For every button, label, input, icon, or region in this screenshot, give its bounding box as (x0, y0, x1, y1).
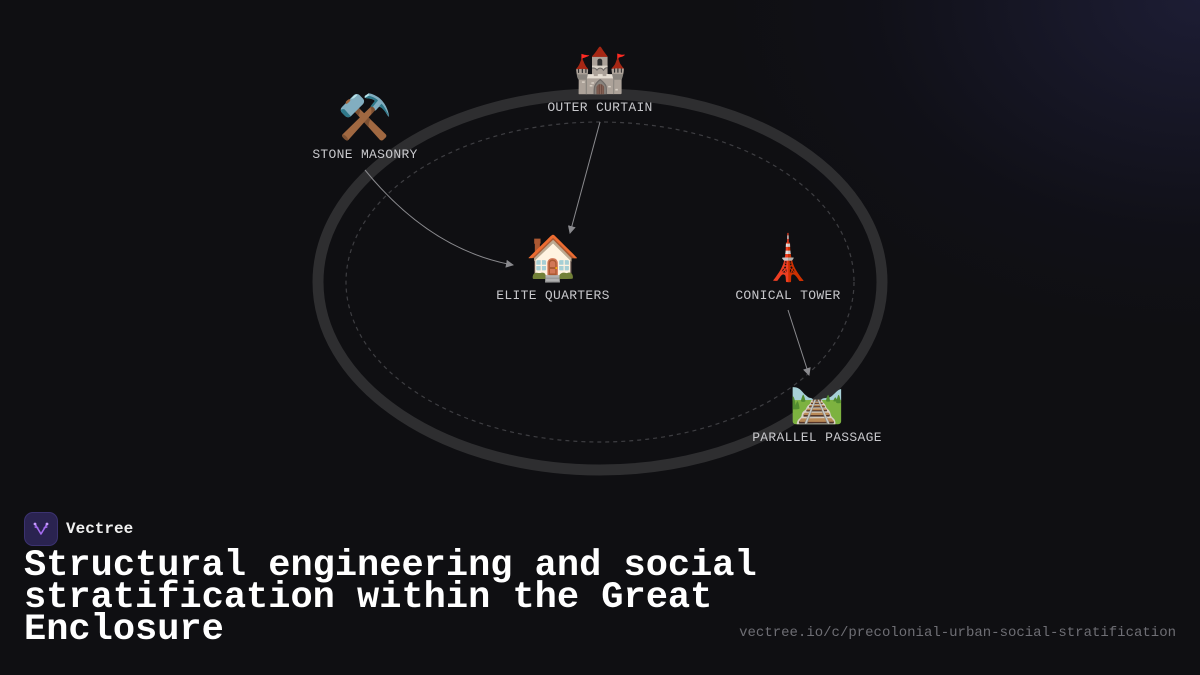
node-label: STONE MASONRY (312, 147, 418, 162)
house-icon: 🏠 (525, 233, 581, 284)
node-label: CONICAL TOWER (735, 288, 841, 303)
node-conical-tower[interactable]: 🗼 CONICAL TOWER (735, 233, 841, 304)
castle-icon: 🏰 (572, 45, 628, 96)
page-url[interactable]: vectree.io/c/precolonial-urban-social-st… (739, 625, 1176, 641)
node-label: OUTER CURTAIN (547, 100, 653, 115)
tower-icon: 🗼 (760, 233, 816, 284)
vectree-logo-icon (24, 512, 58, 546)
edge-stone-masonry-to-elite-quarters (364, 169, 514, 268)
node-parallel-passage[interactable]: 🛤️ PARALLEL PASSAGE (752, 375, 882, 446)
railway-track-icon: 🛤️ (789, 375, 845, 426)
outer-wall-ring (312, 88, 888, 476)
brand-name: Vectree (66, 520, 134, 538)
edge-conical-tower-to-parallel-passage (787, 309, 811, 376)
page-title: Structural engineering and social strati… (24, 545, 757, 651)
brand[interactable]: Vectree (24, 512, 133, 546)
node-elite-quarters[interactable]: 🏠 ELITE QUARTERS (496, 233, 610, 304)
node-outer-curtain[interactable]: 🏰 OUTER CURTAIN (547, 45, 653, 116)
node-label: PARALLEL PASSAGE (752, 430, 882, 445)
node-label: ELITE QUARTERS (496, 288, 610, 303)
edge-outer-curtain-to-elite-quarters (567, 121, 601, 234)
node-stone-masonry[interactable]: ⚒️ STONE MASONRY (312, 92, 418, 163)
hammer-and-pick-icon: ⚒️ (337, 92, 393, 143)
